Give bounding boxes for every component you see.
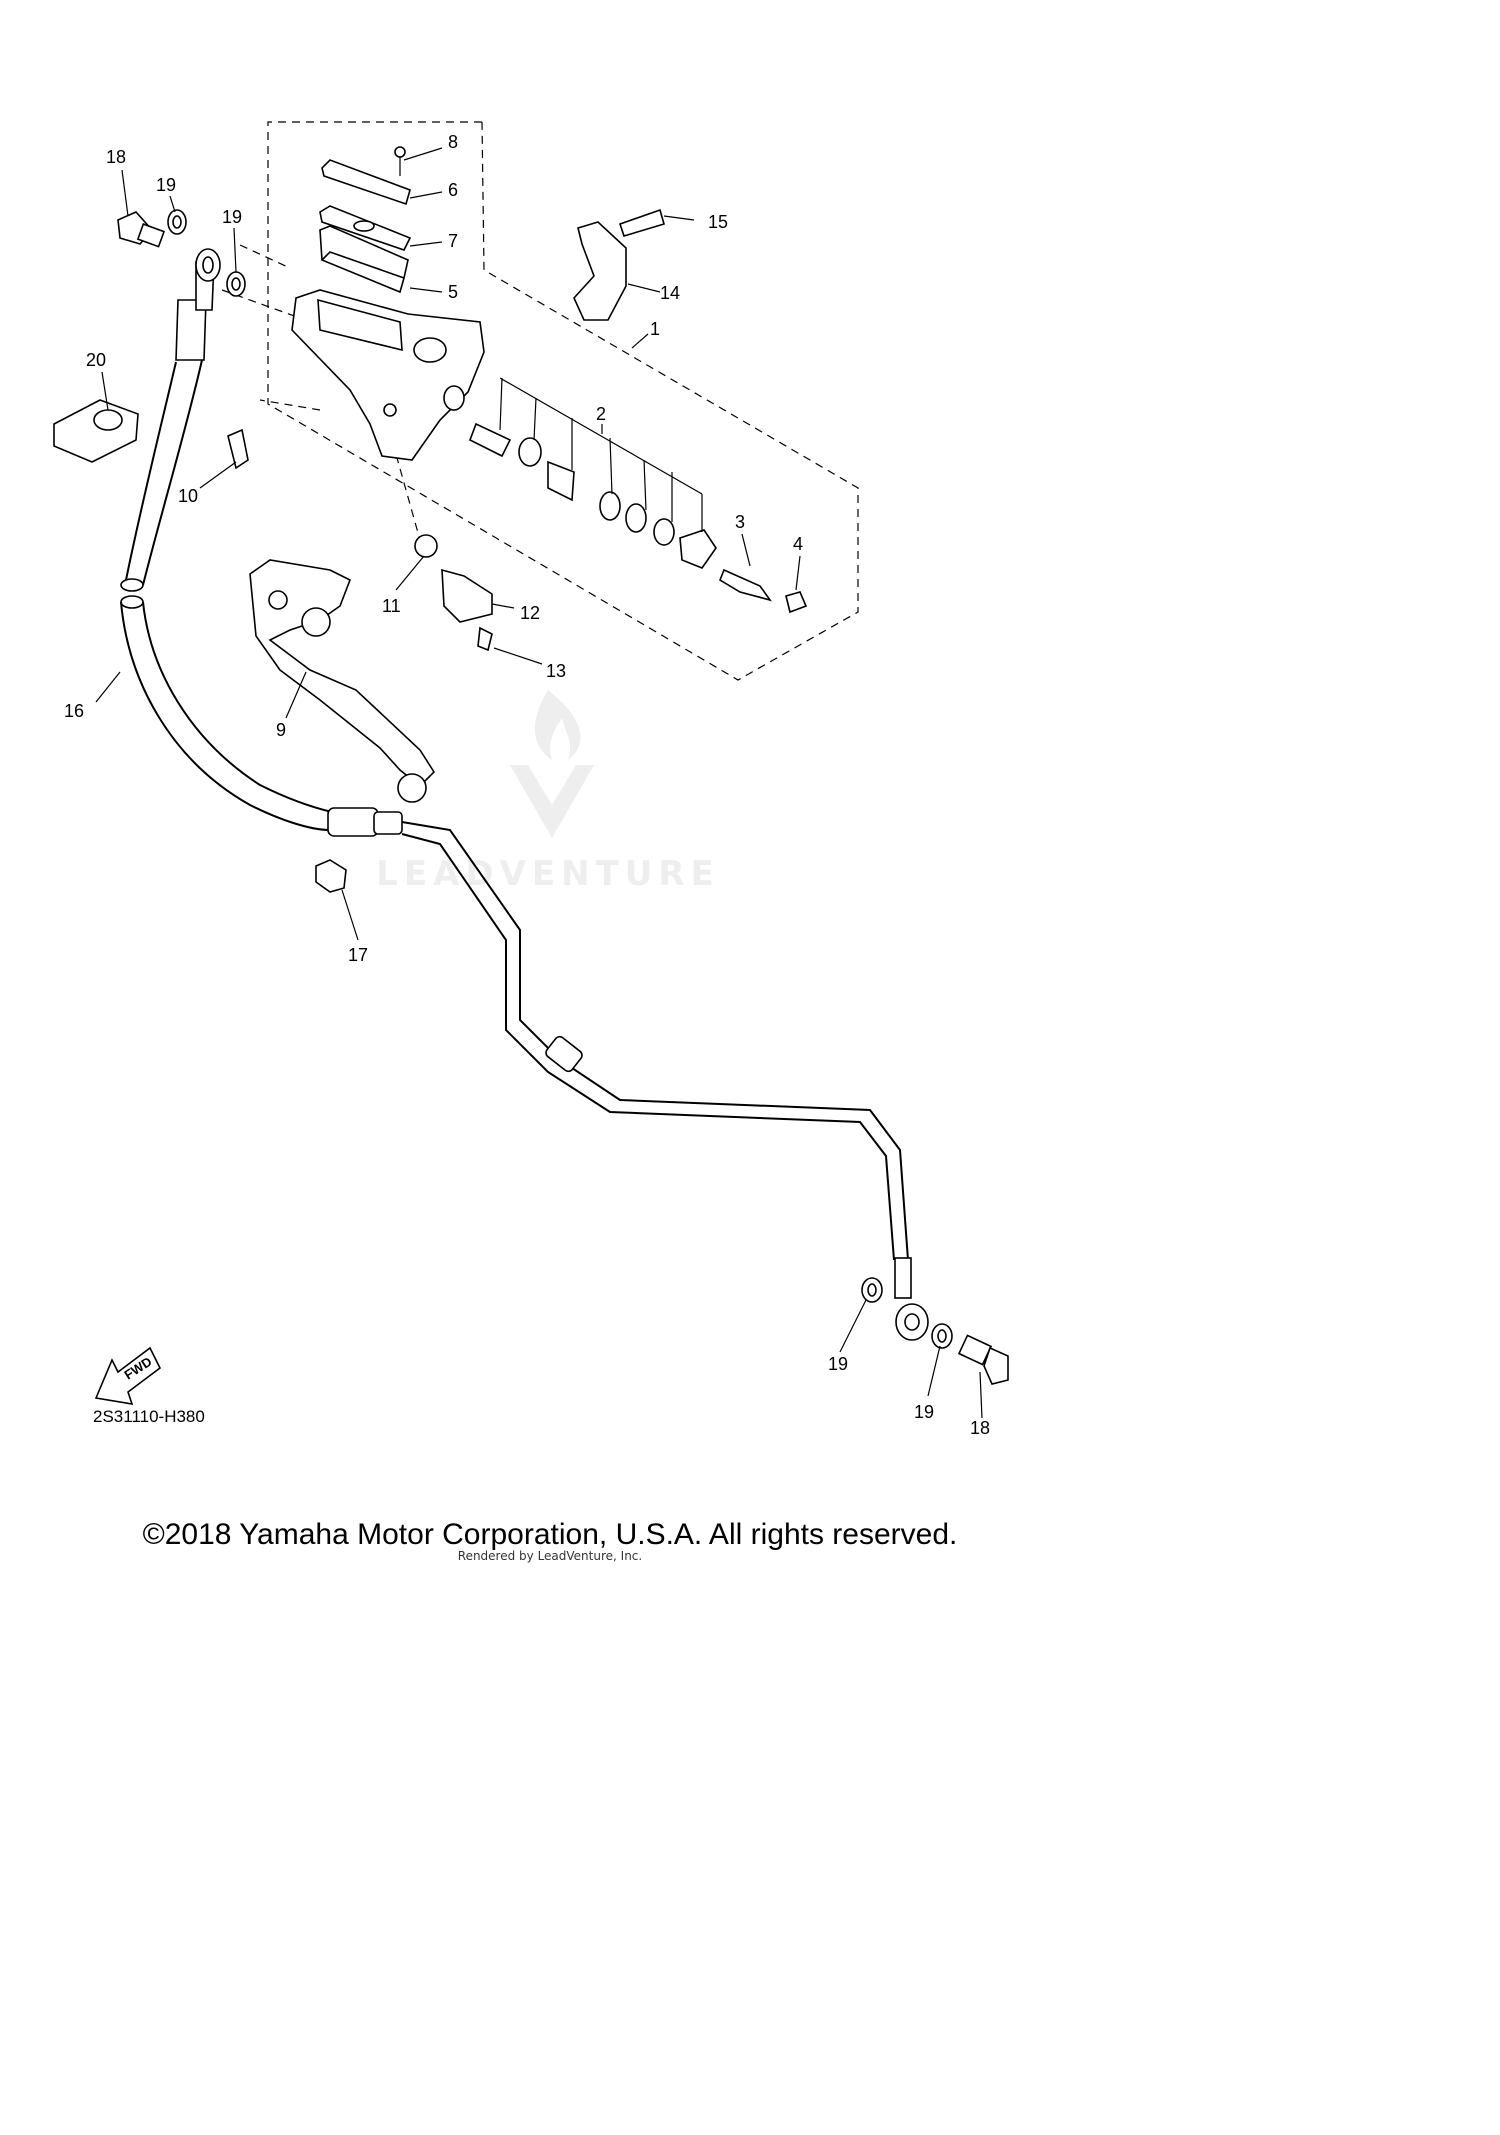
watermark-text: LEADVENTURE [376,854,720,894]
rendered-by: Rendered by LeadVenture, Inc. [457,1549,643,1563]
diagram-code: 2S31110-H380 [93,1407,205,1426]
callout-20[interactable]: 20 [86,350,106,370]
callout-15[interactable]: 15 [708,212,728,232]
banjo-bolt-bottom [957,1334,1009,1385]
callout-5[interactable]: 5 [448,282,458,302]
reservoir-cap-stack [319,146,412,294]
callout-3[interactable]: 3 [735,512,745,532]
callout-12[interactable]: 12 [520,603,540,623]
callouts: 1 2 3 4 5 6 7 8 9 10 11 12 13 14 15 16 1… [64,132,990,1438]
callout-7[interactable]: 7 [448,231,458,251]
leader-lines [95,147,983,1419]
copyright: ©2018 Yamaha Motor Corporation, U.S.A. A… [142,1518,958,1551]
callout-10[interactable]: 10 [178,486,198,506]
callout-17[interactable]: 17 [348,945,368,965]
callout-19-bottom-b[interactable]: 19 [914,1402,934,1422]
master-cylinder-body [291,289,485,461]
fwd-arrow: FWD [94,1346,162,1406]
handlebar-clamp [573,208,665,321]
callout-19-bottom-a[interactable]: 19 [828,1354,848,1374]
callout-18-bottom[interactable]: 18 [970,1418,990,1438]
piston-kit [468,422,808,614]
callout-9[interactable]: 9 [276,720,286,740]
callout-2[interactable]: 2 [596,404,606,424]
callout-19-top-b[interactable]: 19 [222,207,242,227]
clutch-hose [120,248,929,1341]
watermark: LEADVENTURE [376,690,720,894]
callout-18-top[interactable]: 18 [106,147,126,167]
hose-clamp [53,399,139,463]
banjo-bolt-top [117,211,166,248]
callout-19-top-a[interactable]: 19 [156,175,176,195]
callout-1[interactable]: 1 [650,319,660,339]
clutch-lever [249,559,436,803]
small-parts [227,428,493,893]
callout-11[interactable]: 11 [382,596,401,616]
callout-14[interactable]: 14 [660,283,680,303]
parts-diagram: LEADVENTURE [53,121,1009,1438]
washers [167,209,953,1349]
callout-16[interactable]: 16 [64,701,84,721]
callout-6[interactable]: 6 [448,180,458,200]
callout-13[interactable]: 13 [546,661,566,681]
callout-4[interactable]: 4 [793,534,803,554]
callout-8[interactable]: 8 [448,132,458,152]
